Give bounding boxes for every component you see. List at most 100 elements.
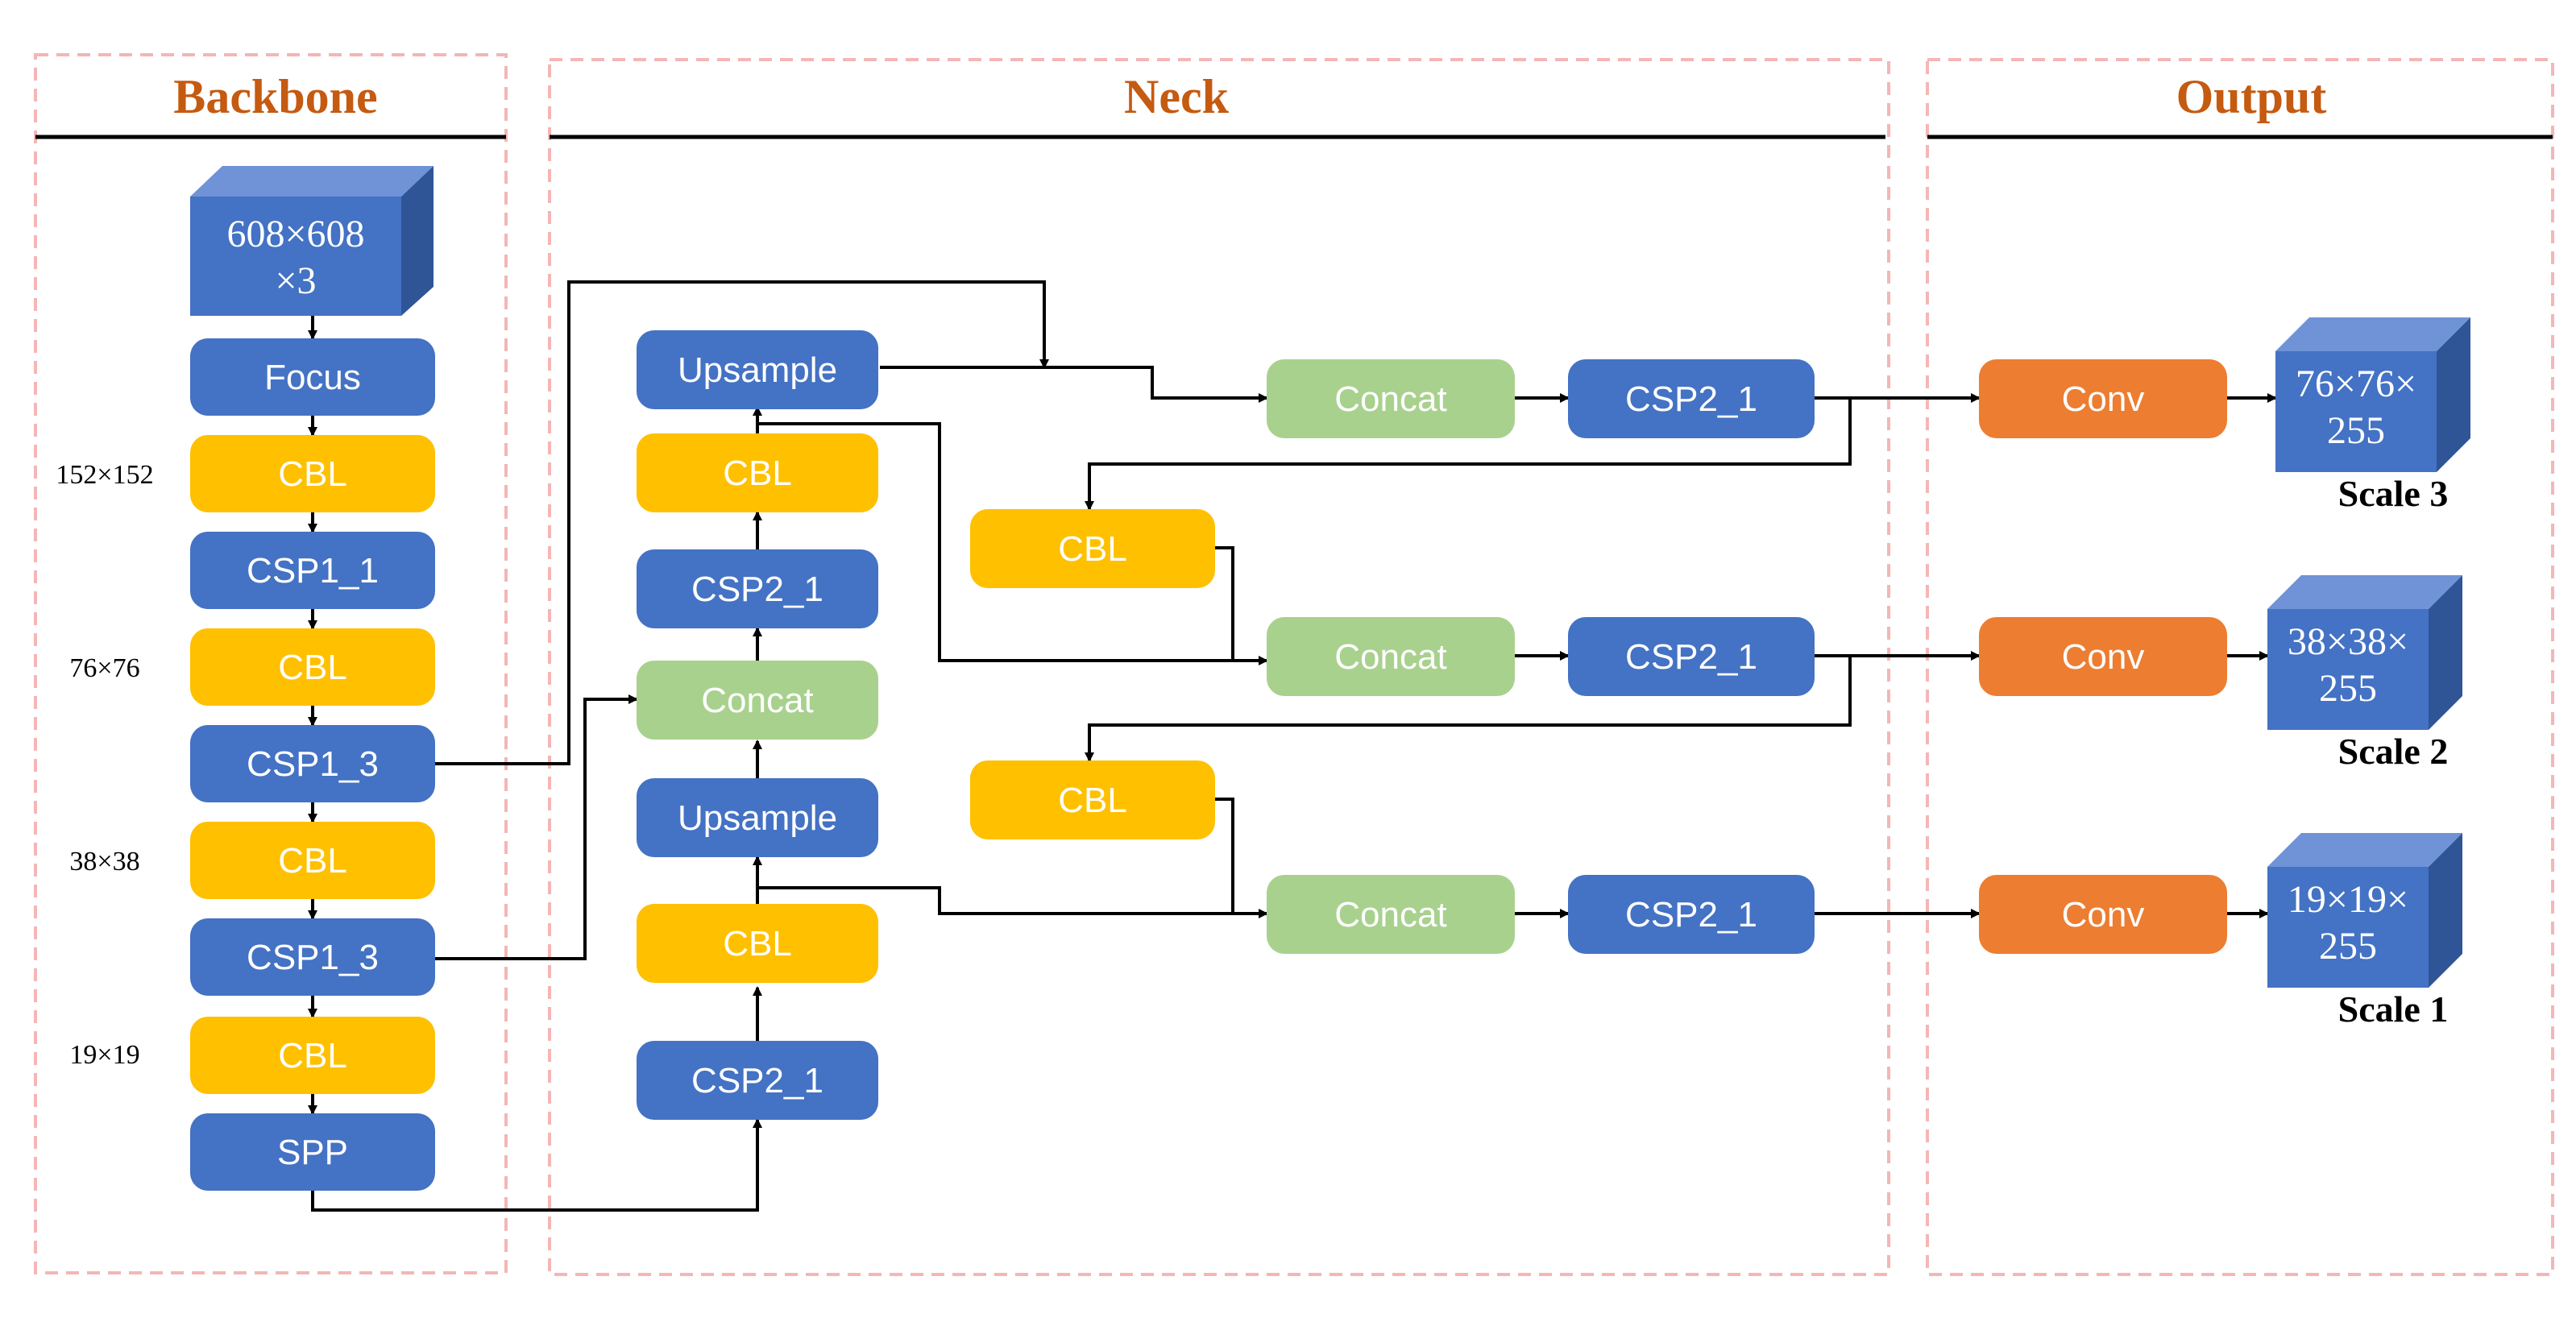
backbone-block-3-csp11-label: CSP1_1 [247, 551, 379, 591]
arrow-csp2-midcbl2 [1085, 656, 1852, 762]
neck-mid-cbl-2: CBL [970, 760, 1215, 839]
arrow-csp13-top [435, 280, 1049, 765]
output-conv-3-box [1979, 875, 2227, 954]
neck-column-4-concat-box [637, 661, 878, 740]
neck-mid-cbl-1-label: CBL [1058, 529, 1127, 569]
neck-column-1-upsample: Upsample [637, 330, 878, 409]
feature-size-label-3: 38×38 [69, 847, 139, 876]
neck-title: Neck [1124, 70, 1230, 123]
input-tensor-cube: 608×608 ×3 [190, 166, 433, 316]
neck-concat-3: Concat [1267, 875, 1515, 954]
neck-column-3-csp21-box [637, 549, 878, 628]
neck-column-2-cbl-label: CBL [723, 454, 792, 493]
neck-column-5-upsample-label: Upsample [678, 798, 837, 838]
backbone-block-7-csp13-label: CSP1_3 [247, 938, 379, 977]
backbone-block-1-focus-box [190, 338, 435, 416]
neck-mid-cbl-1: CBL [970, 509, 1215, 588]
output-tensor-3-line-2: 255 [2319, 925, 2377, 968]
arrow-neckcbl-concat3 [757, 886, 1268, 918]
feature-size-label-2: 76×76 [69, 653, 139, 683]
neck-concat-2-label: Concat [1334, 637, 1446, 677]
neck-column-6-cbl-label: CBL [723, 924, 792, 964]
output-conv-1-label: Conv [2062, 379, 2145, 419]
backbone-block-6-cbl-box [190, 822, 435, 899]
neck-concat-1-label: Concat [1334, 379, 1446, 419]
output-scale-label-3: Scale 1 [2338, 988, 2449, 1030]
neck-concat-2-box [1267, 617, 1515, 696]
neck-concat-3-box [1267, 875, 1515, 954]
output-conv-2: Conv [1979, 617, 2227, 696]
backbone-block-1-focus: Focus [190, 338, 435, 416]
output-scale-label-2: Scale 2 [2338, 731, 2449, 772]
feature-size-label-1: 152×152 [56, 460, 153, 490]
neck-column-4-concat: Concat [637, 661, 878, 740]
backbone-block-9-spp-box [190, 1113, 435, 1191]
arrow-csp1-midcbl1 [1085, 398, 1852, 511]
neck-column-1-upsample-label: Upsample [678, 350, 837, 390]
neck-concat-1-box [1267, 359, 1515, 438]
output-tensor-2-line-1: 38×38× [2288, 620, 2408, 663]
backbone-block-6-cbl: CBL [190, 822, 435, 899]
output-tensor-2-line-2: 255 [2319, 667, 2377, 710]
output-conv-1-box [1979, 359, 2227, 438]
neck-csp-3: CSP2_1 [1568, 875, 1815, 954]
arrow-upsample-concat1 [880, 366, 1268, 403]
backbone-title: Backbone [173, 70, 377, 123]
neck-column-5-upsample-box [637, 778, 878, 857]
neck-column-2-cbl: CBL [637, 433, 878, 512]
output-conv-2-label: Conv [2062, 637, 2145, 677]
feature-size-label-4: 19×19 [69, 1040, 139, 1070]
neck-concat-3-label: Concat [1334, 895, 1446, 935]
neck-concat-2: Concat [1267, 617, 1515, 696]
arrow-neckcbl-concat2 [757, 422, 1268, 665]
backbone-block-4-cbl-box [190, 628, 435, 706]
backbone-block-6-cbl-label: CBL [278, 841, 347, 881]
neck-concat-1: Concat [1267, 359, 1515, 438]
neck-column-5-upsample: Upsample [637, 778, 878, 857]
backbone-block-2-cbl-box [190, 435, 435, 512]
neck-csp-3-box [1568, 875, 1815, 954]
output-conv-3: Conv [1979, 875, 2227, 954]
input-tensor-line2: ×3 [275, 259, 316, 302]
neck-column-7-csp21: CSP2_1 [637, 1041, 878, 1120]
backbone-block-5-csp13-box [190, 725, 435, 802]
neck-mid-cbl-1-box [970, 509, 1215, 588]
output-conv-3-label: Conv [2062, 895, 2145, 935]
neck-column-7-csp21-box [637, 1041, 878, 1120]
backbone-block-3-csp11-box [190, 532, 435, 609]
output-tensor-1-line-2: 255 [2327, 409, 2385, 452]
neck-column-6-cbl-box [637, 904, 878, 983]
output-conv-1: Conv [1979, 359, 2227, 438]
neck-csp-1: CSP2_1 [1568, 359, 1815, 438]
neck-mid-cbl-2-label: CBL [1058, 781, 1127, 820]
backbone-block-9-spp-label: SPP [277, 1133, 348, 1172]
arrow-csp13b-neck-concat [435, 694, 638, 960]
backbone-block-3-csp11: CSP1_1 [190, 532, 435, 609]
output-tensor-1-line-1: 76×76× [2296, 363, 2416, 405]
connector-lines [308, 280, 2277, 1212]
output-scale-label-1: Scale 3 [2338, 473, 2449, 514]
neck-csp-3-label: CSP2_1 [1625, 895, 1757, 935]
backbone-block-1-focus-label: Focus [264, 358, 361, 397]
backbone-frame [34, 53, 508, 1274]
neck-csp-1-box [1568, 359, 1815, 438]
neck-mid-cbl-2-box [970, 760, 1215, 839]
neck-csp-2: CSP2_1 [1568, 617, 1815, 696]
neck-column-1-upsample-box [637, 330, 878, 409]
arrow-midcbl1-concat2 [1215, 546, 1234, 661]
backbone-block-4-cbl: CBL [190, 628, 435, 706]
arrow-midcbl2-concat3 [1215, 798, 1234, 914]
neck-column-7-csp21-label: CSP2_1 [691, 1061, 823, 1100]
backbone-block-8-cbl-label: CBL [278, 1036, 347, 1075]
neck-csp-2-box [1568, 617, 1815, 696]
backbone-block-7-csp13: CSP1_3 [190, 918, 435, 996]
neck-column-6-cbl: CBL [637, 904, 878, 983]
backbone-block-5-csp13-label: CSP1_3 [247, 744, 379, 784]
neck-csp-1-label: CSP2_1 [1625, 379, 1757, 419]
neck-column-2-cbl-box [637, 433, 878, 512]
